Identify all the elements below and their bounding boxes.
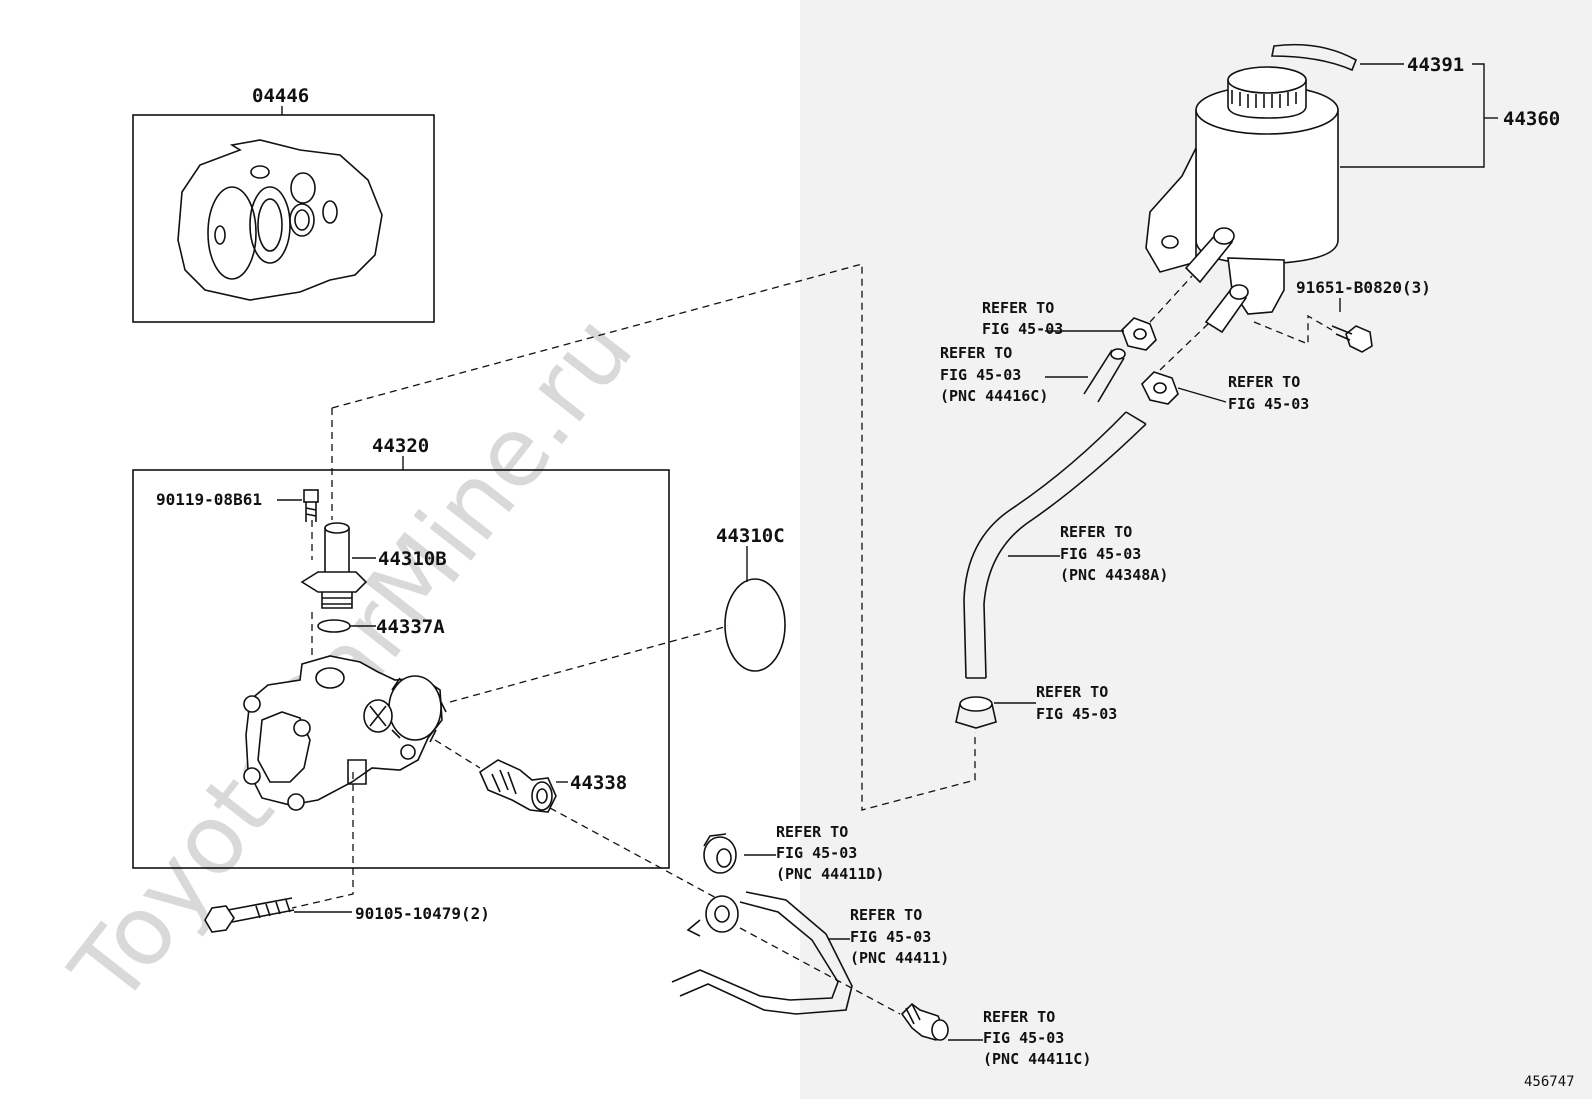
flow-valve-44338	[478, 759, 557, 813]
assembly-line-pump-bolt	[291, 772, 354, 909]
part-label-04446: 04446	[252, 85, 309, 107]
svg-text:REFER TO: REFER TO	[1060, 523, 1132, 541]
reference-label-lower-clamp: REFER TO FIG 45-03	[994, 683, 1117, 723]
svg-text:REFER TO: REFER TO	[850, 906, 922, 924]
gasket-kit-box	[132, 114, 435, 323]
reference-label-44416c: REFER TO FIG 45-03 (PNC 44416C)	[940, 344, 1088, 405]
svg-text:REFER TO: REFER TO	[983, 1008, 1055, 1026]
union-fitting-44310b	[300, 522, 368, 609]
reference-label-44411d: REFER TO FIG 45-03 (PNC 44411D)	[744, 823, 884, 883]
cap-seal-44391	[1271, 43, 1358, 72]
assembly-line-valve	[434, 739, 721, 901]
svg-text:REFER TO: REFER TO	[940, 344, 1012, 362]
assembly-line-clamp-upper	[1149, 275, 1193, 323]
bolt-90105	[204, 897, 295, 933]
pressure-hose-assembly	[671, 891, 853, 1015]
hose-clamp-44411d	[703, 833, 737, 874]
hose-short-44416c	[1083, 348, 1126, 403]
reference-label-44411c: REFER TO FIG 45-03 (PNC 44411C)	[948, 1008, 1091, 1068]
svg-text:(PNC 44348A): (PNC 44348A)	[1060, 566, 1168, 584]
bolt-91651	[1331, 325, 1373, 353]
svg-text:FIG 45-03: FIG 45-03	[940, 366, 1021, 384]
figure-number: 456747	[1524, 1074, 1575, 1090]
gasket-kit-illustration	[177, 139, 383, 301]
pump-assembly-box	[132, 469, 670, 869]
part-label-44310b: 44310B	[378, 548, 447, 570]
svg-text:REFER TO: REFER TO	[1036, 683, 1108, 701]
svg-text:FIG 45-03: FIG 45-03	[776, 844, 857, 862]
reference-label-44348a: REFER TO FIG 45-03 (PNC 44348A)	[1008, 523, 1168, 584]
svg-text:(PNC 44416C): (PNC 44416C)	[940, 387, 1048, 405]
svg-text:REFER TO: REFER TO	[982, 299, 1054, 317]
svg-text:FIG 45-03: FIG 45-03	[983, 1029, 1064, 1047]
reference-label-44411: REFER TO FIG 45-03 (PNC 44411)	[828, 906, 949, 967]
part-label-44320: 44320	[372, 435, 429, 457]
power-steering-pump	[243, 655, 447, 811]
part-label-44391: 44391	[1407, 54, 1464, 76]
part-label-44337a: 44337A	[376, 616, 445, 638]
part-label-91651-b0820: 91651-B0820(3)	[1296, 278, 1431, 297]
reservoir-tank-44360	[1145, 66, 1339, 334]
gasket-44310c	[724, 578, 786, 672]
svg-text:REFER TO: REFER TO	[776, 823, 848, 841]
hose-clamp-lower	[955, 696, 997, 729]
svg-text:FIG 45-03: FIG 45-03	[850, 928, 931, 946]
svg-text:FIG 45-03: FIG 45-03	[1036, 705, 1117, 723]
bolt-90119	[303, 489, 319, 522]
reference-label-upper-clamp: REFER TO FIG 45-03	[982, 299, 1124, 338]
reference-label-right-clamp: REFER TO FIG 45-03	[1177, 373, 1309, 413]
svg-text:FIG 45-03: FIG 45-03	[982, 320, 1063, 338]
assembly-line-clamp-right	[1159, 323, 1209, 371]
assembly-line-reservoir-bolt	[1253, 314, 1333, 345]
svg-text:(PNC 44411): (PNC 44411)	[850, 949, 949, 967]
return-hose-44348a	[963, 411, 1147, 679]
svg-text:REFER TO: REFER TO	[1228, 373, 1300, 391]
part-label-90105-10479: 90105-10479(2)	[355, 904, 490, 923]
hose-clamp-upper-left	[1121, 317, 1157, 351]
svg-text:(PNC 44411D): (PNC 44411D)	[776, 865, 884, 883]
assembly-line-main	[331, 263, 976, 811]
svg-text:(PNC 44411C): (PNC 44411C)	[983, 1050, 1091, 1068]
assembly-line-union-bolt	[739, 927, 901, 1015]
part-label-44338: 44338	[570, 772, 627, 794]
svg-text:FIG 45-03: FIG 45-03	[1060, 545, 1141, 563]
part-label-44360: 44360	[1503, 108, 1560, 130]
union-bolt-44411c	[900, 1002, 949, 1041]
assembly-line-gasket	[449, 625, 729, 703]
leader-44360	[1340, 63, 1485, 168]
hose-clamp-upper-right	[1141, 371, 1179, 405]
part-label-44310c: 44310C	[716, 525, 785, 547]
svg-text:FIG 45-03: FIG 45-03	[1228, 395, 1309, 413]
part-label-90119-08b61: 90119-08B61	[156, 490, 262, 509]
